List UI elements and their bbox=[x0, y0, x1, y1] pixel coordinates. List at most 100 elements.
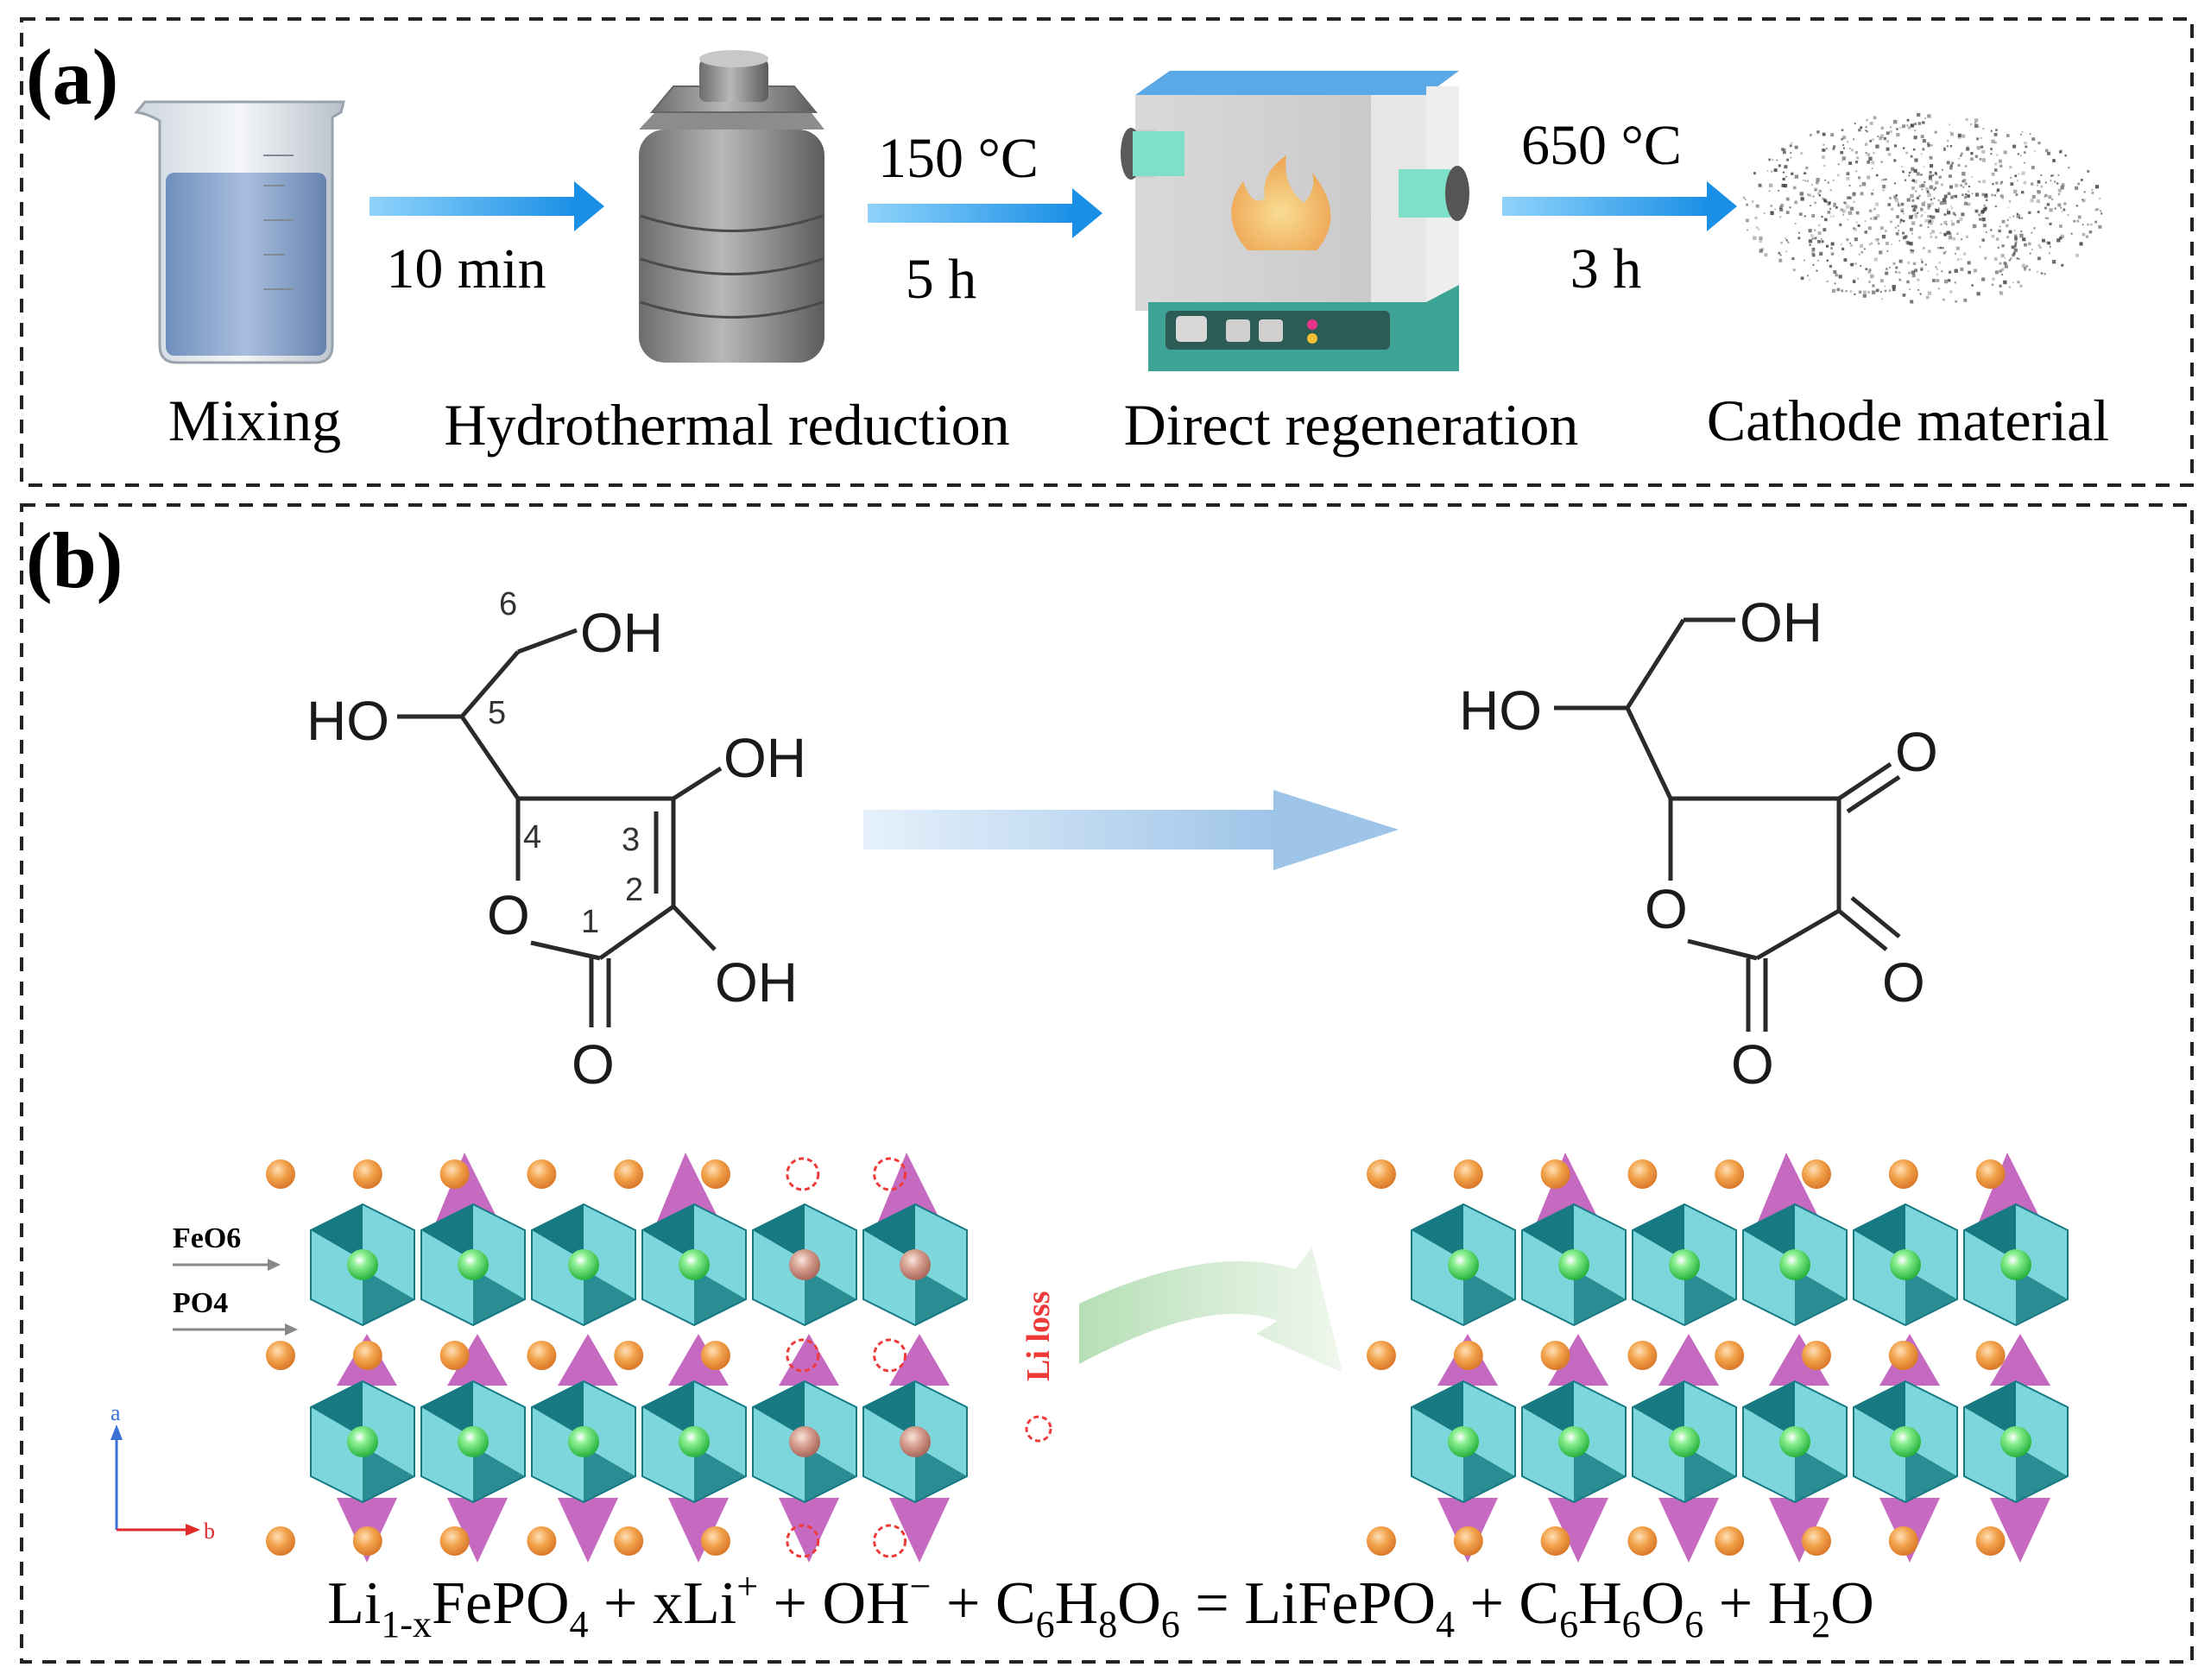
powder-particle bbox=[1897, 224, 1899, 227]
powder-particle bbox=[1841, 289, 1844, 293]
powder-particle bbox=[1901, 210, 1904, 213]
powder-particle bbox=[2018, 217, 2021, 219]
aa-oh-bottom: OH bbox=[715, 951, 798, 1014]
powder-particle bbox=[2094, 208, 2098, 212]
powder-particle bbox=[2075, 205, 2079, 207]
powder-particle bbox=[1812, 195, 1815, 198]
powder-particle bbox=[1836, 174, 1840, 177]
powder-particle bbox=[2001, 274, 2004, 276]
li-vacancy bbox=[873, 1524, 907, 1558]
powder-particle bbox=[2019, 155, 2022, 157]
powder-particle bbox=[1755, 204, 1759, 208]
powder-particle bbox=[1805, 166, 1809, 170]
powder-particle bbox=[1886, 131, 1890, 136]
powder-particle bbox=[2045, 241, 2049, 244]
powder-particle bbox=[1905, 235, 1908, 238]
powder-particle bbox=[2067, 214, 2069, 217]
octahedron-face bbox=[915, 1269, 967, 1325]
powder-particle bbox=[2081, 179, 2083, 181]
powder-particle bbox=[1800, 276, 1804, 281]
powder-particle bbox=[1933, 188, 1936, 191]
powder-particle bbox=[1860, 192, 1864, 196]
powder-particle bbox=[1929, 215, 1932, 218]
powder-particle bbox=[1980, 145, 1984, 148]
powder-particle bbox=[1900, 208, 1905, 212]
fe-ion bbox=[568, 1426, 599, 1457]
powder-particle bbox=[1841, 161, 1843, 162]
octahedron-face bbox=[1854, 1381, 1905, 1437]
powder-particle bbox=[1920, 135, 1924, 139]
powder-particle bbox=[1852, 193, 1856, 197]
powder-particle bbox=[1781, 148, 1785, 151]
powder-particle bbox=[1926, 190, 1930, 193]
powder-particle bbox=[1924, 200, 1926, 203]
powder-particle bbox=[1970, 157, 1974, 161]
powder-particle bbox=[2057, 188, 2062, 193]
powder-particle bbox=[2090, 223, 2093, 226]
powder-particle bbox=[1833, 145, 1836, 148]
powder-particle bbox=[1948, 236, 1952, 240]
powder-particle bbox=[2010, 182, 2014, 186]
powder-particle bbox=[2003, 150, 2007, 155]
powder-particle bbox=[1999, 164, 2003, 167]
powder-particle bbox=[1892, 284, 1896, 289]
powder-particle bbox=[2017, 281, 2020, 284]
powder-particle bbox=[1811, 237, 1814, 240]
powder-particle bbox=[1993, 168, 1998, 172]
powder-particle bbox=[1924, 117, 1926, 120]
powder-particle bbox=[1779, 207, 1782, 210]
powder-particle bbox=[1966, 147, 1970, 151]
powder-particle bbox=[1881, 234, 1886, 239]
powder-particle bbox=[1927, 270, 1930, 272]
powder-particle bbox=[1911, 274, 1916, 278]
powder-particle bbox=[1787, 241, 1790, 243]
powder-particle bbox=[1821, 215, 1823, 218]
powder-particle bbox=[1753, 236, 1757, 240]
powder-particle bbox=[2028, 242, 2031, 246]
powder-particle bbox=[1854, 161, 1859, 164]
powder-particle bbox=[2047, 241, 2051, 245]
powder-particle bbox=[1744, 199, 1747, 200]
powder-particle bbox=[2037, 211, 2040, 214]
powder-particle bbox=[1968, 186, 1971, 188]
powder-particle bbox=[1864, 142, 1868, 147]
powder-particle bbox=[1784, 165, 1788, 169]
powder-particle bbox=[1810, 250, 1815, 255]
powder-particle bbox=[1917, 236, 1922, 239]
powder-particle bbox=[1829, 215, 1832, 218]
powder-particle bbox=[1840, 243, 1842, 246]
powder-particle bbox=[1860, 126, 1863, 129]
powder-particle bbox=[1893, 159, 1897, 162]
powder-particle bbox=[2057, 193, 2061, 196]
powder-particle bbox=[1898, 271, 1901, 275]
powder-particle bbox=[2031, 182, 2034, 186]
powder-particle bbox=[1932, 174, 1935, 177]
powder-particle bbox=[2021, 130, 2024, 133]
panel-a-border bbox=[20, 17, 2194, 487]
powder-particle bbox=[2049, 222, 2052, 225]
powder-particle bbox=[1976, 146, 1980, 150]
powder-particle bbox=[1849, 206, 1854, 211]
powder-particle bbox=[1946, 161, 1950, 165]
powder-particle bbox=[1772, 158, 1774, 161]
powder-particle bbox=[1873, 116, 1877, 120]
powder-particle bbox=[1991, 172, 1995, 176]
powder-particle bbox=[2079, 242, 2083, 246]
powder-particle bbox=[1867, 270, 1871, 275]
powder-particle bbox=[1921, 202, 1925, 206]
powder-particle bbox=[1896, 133, 1900, 137]
powder-particle bbox=[1956, 219, 1960, 224]
powder-particle bbox=[1974, 209, 1979, 213]
powder-particle bbox=[1927, 291, 1932, 295]
fe-ion bbox=[458, 1426, 489, 1457]
powder-particle bbox=[1904, 179, 1907, 181]
powder-particle bbox=[1946, 209, 1949, 211]
powder-particle bbox=[1846, 196, 1850, 199]
powder-particle bbox=[2004, 257, 2006, 259]
powder-particle bbox=[1919, 292, 1922, 295]
powder-particle bbox=[1832, 179, 1835, 181]
octahedron-face bbox=[1795, 1446, 1847, 1502]
powder-particle bbox=[1999, 284, 2002, 287]
powder-particle bbox=[1842, 209, 1847, 213]
powder-particle bbox=[2037, 180, 2041, 184]
